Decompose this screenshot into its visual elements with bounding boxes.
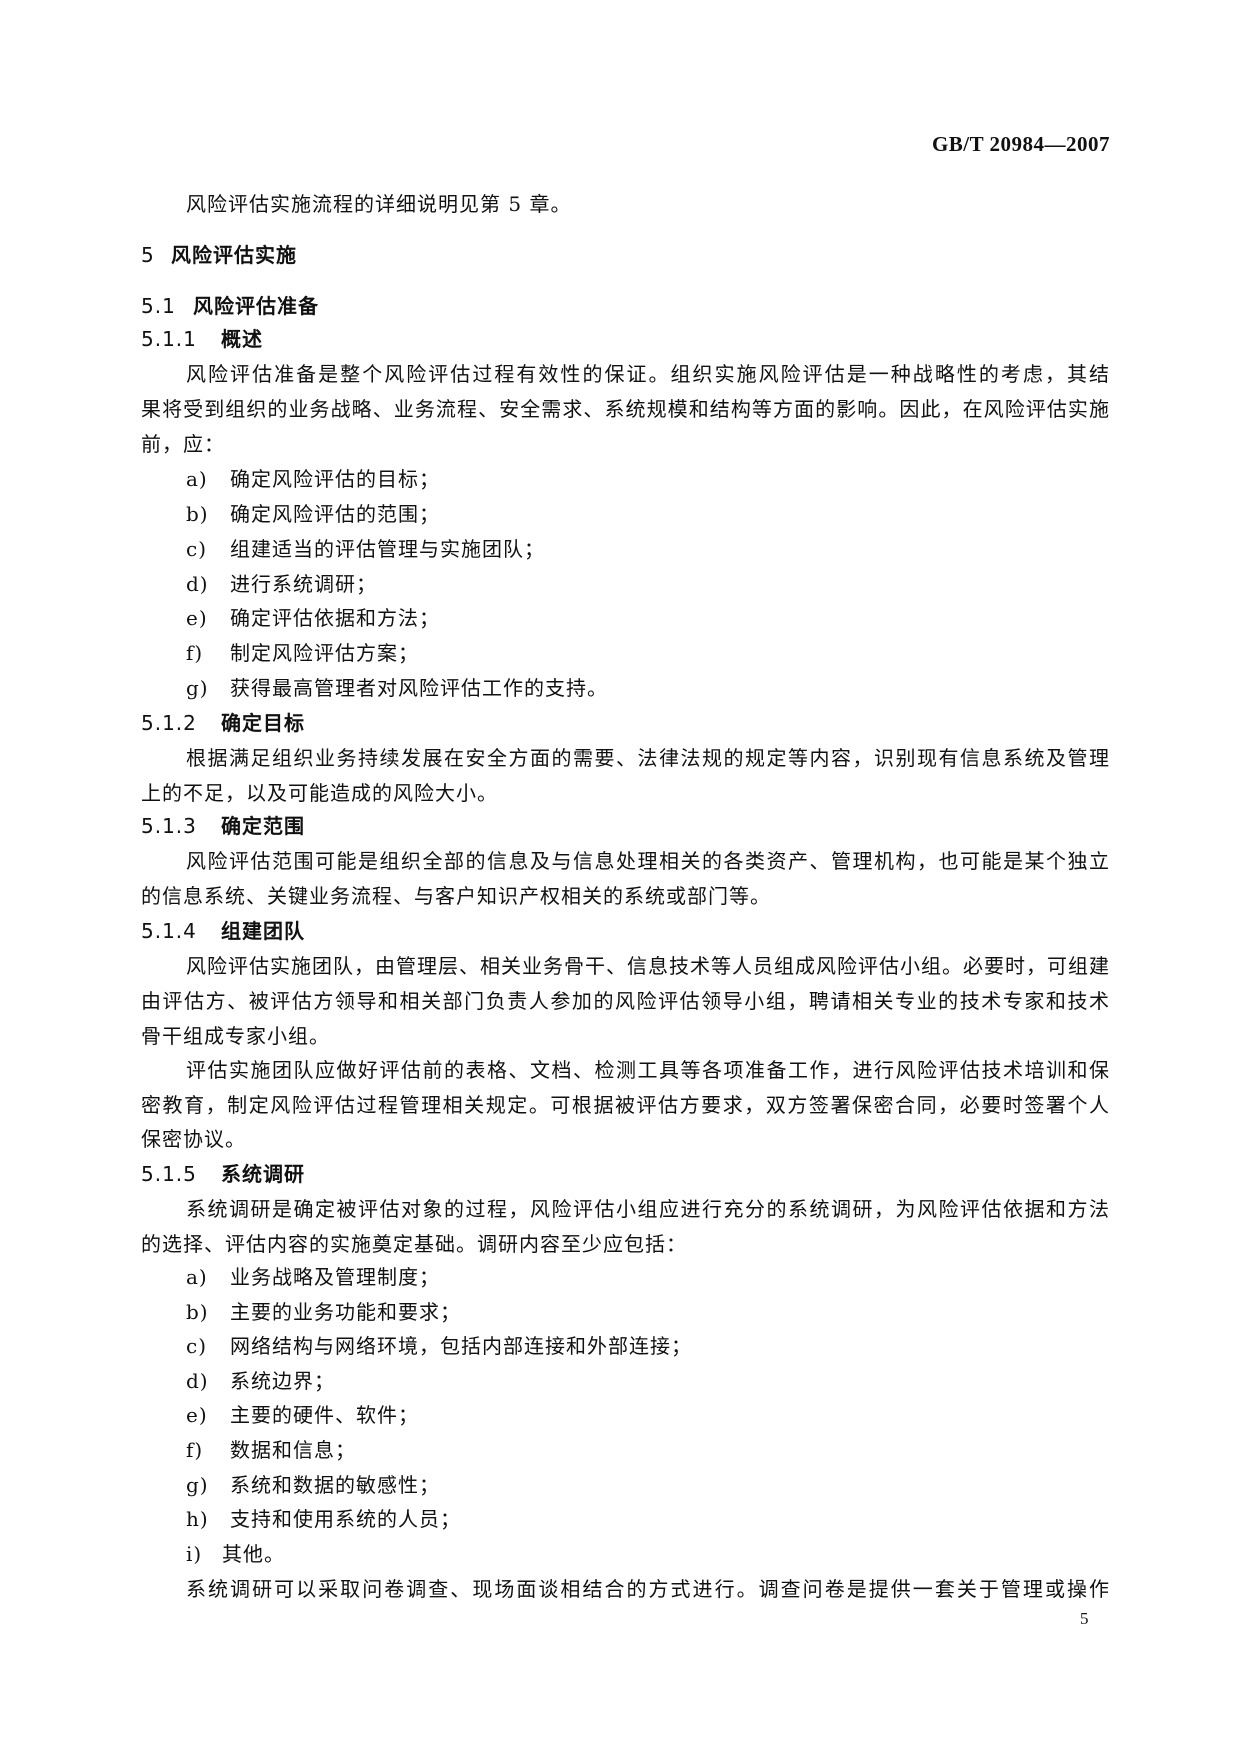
list-text: 其他。 <box>222 1542 285 1566</box>
heading-number: 5.1 <box>141 294 176 318</box>
list-text: 主要的硬件、软件； <box>230 1403 419 1427</box>
list-label: g) <box>186 1473 209 1497</box>
list-text: 制定风险评估方案； <box>230 641 419 665</box>
list-item: a) 业务战略及管理制度； <box>186 1265 440 1289</box>
list-label: d) <box>186 1369 209 1393</box>
list-label: h) <box>186 1507 209 1531</box>
list-text: 进行系统调研； <box>230 572 377 596</box>
heading-title: 组建团队 <box>221 919 305 943</box>
paragraph-line: 系统调研可以采取问卷调查、现场面谈相结合的方式进行。调查问卷是提供一套关于管理或… <box>186 1577 1110 1601</box>
standard-number: GB/T 20984—2007 <box>931 132 1110 156</box>
heading-title: 确定目标 <box>221 711 305 735</box>
list-item: i) 其他。 <box>186 1542 285 1566</box>
list-label: b) <box>186 1300 209 1324</box>
list-text: 确定风险评估的范围； <box>230 502 440 526</box>
list-item: e) 主要的硬件、软件； <box>186 1403 419 1427</box>
heading-5-1: 5.1 风险评估准备 <box>141 294 319 318</box>
heading-5-1-3: 5.1.3 确定范围 <box>141 814 305 838</box>
paragraph-line: 的信息系统、关键业务流程、与客户知识产权相关的系统或部门等。 <box>141 884 771 908</box>
list-label: c) <box>186 537 208 561</box>
list-text: 数据和信息； <box>230 1438 356 1462</box>
paragraph-line: 骨干组成专家小组。 <box>141 1024 330 1048</box>
paragraph-line: 由评估方、被评估方领导和相关部门负责人参加的风险评估领导小组，聘请相关专业的技术… <box>141 989 1110 1013</box>
list-item: c) 网络结构与网络环境，包括内部连接和外部连接； <box>186 1334 692 1358</box>
paragraph-line: 根据满足组织业务持续发展在安全方面的需要、法律法规的规定等内容，识别现有信息系统… <box>186 746 1110 770</box>
list-label: a) <box>186 1265 208 1289</box>
heading-title: 系统调研 <box>221 1162 305 1186</box>
page-number: 5 <box>1080 1609 1089 1628</box>
list-label: d) <box>186 572 209 596</box>
paragraph-line: 果将受到组织的业务战略、业务流程、安全需求、系统规模和结构等方面的影响。因此，在… <box>141 397 1110 421</box>
list-label: c) <box>186 1334 208 1358</box>
paragraph-line: 前，应： <box>141 432 225 456</box>
heading-title: 确定范围 <box>221 814 305 838</box>
list-text: 系统和数据的敏感性； <box>230 1473 440 1497</box>
paragraph-line: 系统调研是确定被评估对象的过程，风险评估小组应进行充分的系统调研，为风险评估依据… <box>186 1197 1110 1221</box>
heading-number: 5.1.2 <box>141 711 197 735</box>
list-item: b) 主要的业务功能和要求； <box>186 1300 461 1324</box>
paragraph-line: 评估实施团队应做好评估前的表格、文档、检测工具等各项准备工作，进行风险评估技术培… <box>186 1058 1110 1082</box>
paragraph-line: 风险评估范围可能是组织全部的信息及与信息处理相关的各类资产、管理机构，也可能是某… <box>186 849 1110 873</box>
heading-number: 5 <box>141 243 155 267</box>
list-label: e) <box>186 606 208 630</box>
heading-number: 5.1.5 <box>141 1162 197 1186</box>
heading-title: 概述 <box>221 327 263 351</box>
heading-5-1-1: 5.1.1 概述 <box>141 327 263 351</box>
list-item: g) 系统和数据的敏感性； <box>186 1473 440 1497</box>
paragraph-line: 的选择、评估内容的实施奠定基础。调研内容至少应包括： <box>141 1232 687 1256</box>
list-text: 主要的业务功能和要求； <box>230 1300 461 1324</box>
list-item: f) 数据和信息； <box>186 1438 356 1462</box>
heading-title: 风险评估实施 <box>171 243 297 267</box>
list-item: c) 组建适当的评估管理与实施团队； <box>186 537 545 561</box>
heading-number: 5.1.4 <box>141 919 197 943</box>
list-text: 网络结构与网络环境，包括内部连接和外部连接； <box>230 1334 692 1358</box>
paragraph-line: 上的不足，以及可能造成的风险大小。 <box>141 781 498 805</box>
list-item: b) 确定风险评估的范围； <box>186 502 440 526</box>
list-label: g) <box>186 676 209 700</box>
paragraph-line: 保密协议。 <box>141 1127 246 1151</box>
intro-paragraph: 风险评估实施流程的详细说明见第 5 章。 <box>186 192 572 216</box>
heading-5-1-4: 5.1.4 组建团队 <box>141 919 305 943</box>
paragraph-line: 密教育，制定风险评估过程管理相关规定。可根据被评估方要求，双方签署保密合同，必要… <box>141 1093 1110 1117</box>
list-label: a) <box>186 467 208 491</box>
heading-title: 风险评估准备 <box>193 294 319 318</box>
list-label: e) <box>186 1403 208 1427</box>
list-item: d) 系统边界； <box>186 1369 335 1393</box>
list-text: 确定风险评估的目标； <box>230 467 440 491</box>
list-item: g) 获得最高管理者对风险评估工作的支持。 <box>186 676 608 700</box>
list-label: b) <box>186 502 209 526</box>
list-label: f) <box>186 1438 204 1462</box>
list-item: d) 进行系统调研； <box>186 572 377 596</box>
list-item: f) 制定风险评估方案； <box>186 641 419 665</box>
heading-5-1-5: 5.1.5 系统调研 <box>141 1162 305 1186</box>
list-item: a) 确定风险评估的目标； <box>186 467 440 491</box>
heading-number: 5.1.1 <box>141 327 197 351</box>
list-label: i) <box>186 1542 203 1566</box>
heading-number: 5.1.3 <box>141 814 197 838</box>
list-item: e) 确定评估依据和方法； <box>186 606 440 630</box>
list-text: 系统边界； <box>230 1369 335 1393</box>
paragraph-line: 风险评估实施团队，由管理层、相关业务骨干、信息技术等人员组成风险评估小组。必要时… <box>186 954 1110 978</box>
list-label: f) <box>186 641 204 665</box>
list-item: h) 支持和使用系统的人员； <box>186 1507 461 1531</box>
list-text: 业务战略及管理制度； <box>230 1265 440 1289</box>
list-text: 获得最高管理者对风险评估工作的支持。 <box>230 676 608 700</box>
paragraph-line: 风险评估准备是整个风险评估过程有效性的保证。组织实施风险评估是一种战略性的考虑，… <box>186 362 1110 386</box>
list-text: 组建适当的评估管理与实施团队； <box>230 537 545 561</box>
heading-5-1-2: 5.1.2 确定目标 <box>141 711 305 735</box>
heading-5: 5 风险评估实施 <box>141 243 297 267</box>
list-text: 确定评估依据和方法； <box>230 606 440 630</box>
list-text: 支持和使用系统的人员； <box>230 1507 461 1531</box>
